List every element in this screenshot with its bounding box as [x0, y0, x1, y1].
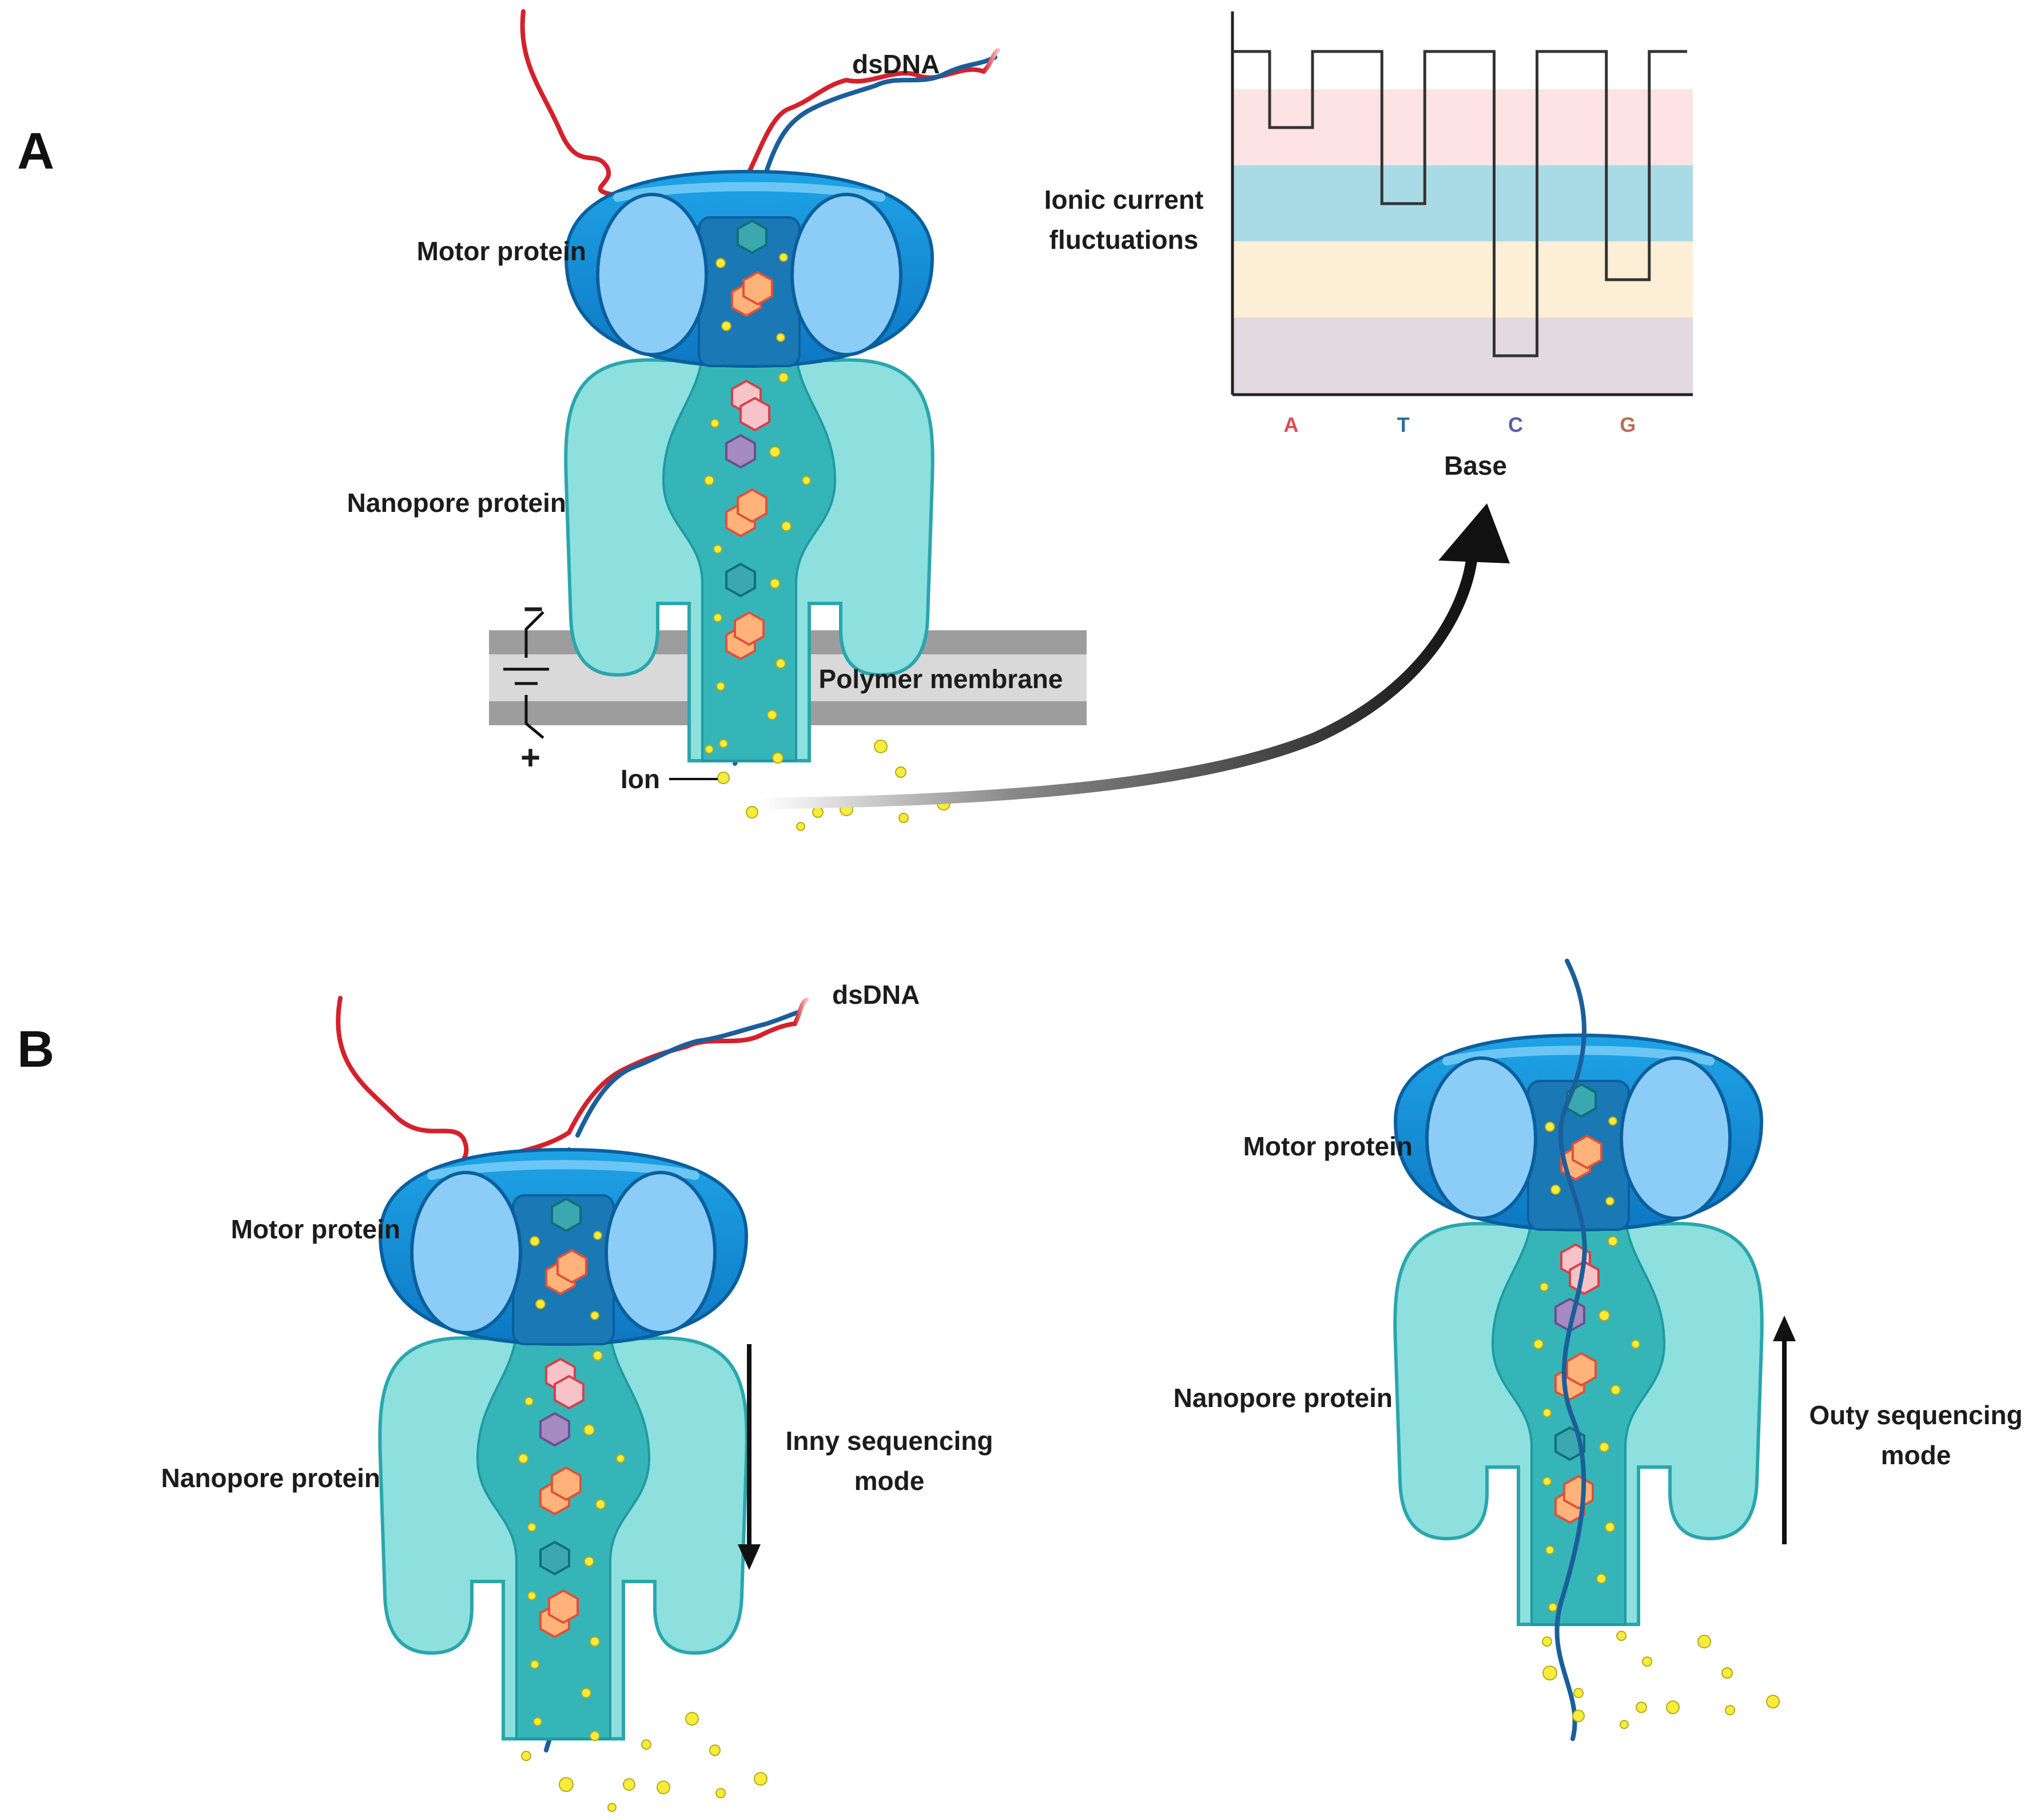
inny-mode-label-line1: Inny sequencing — [786, 1426, 993, 1456]
chart-xlabel: Base — [1444, 451, 1507, 480]
plus-sign: + — [520, 738, 540, 777]
chart-ylabel-line2: fluctuations — [1049, 225, 1199, 255]
ions-b-right — [1542, 1631, 1780, 1729]
motor-protein-label-b-left: Motor protein — [231, 1214, 400, 1244]
ionic-current-trace — [1232, 50, 1687, 357]
outy-mode-label-line1: Outy sequencing — [1809, 1400, 2022, 1430]
nanopore-protein-label-b-left: Nanopore protein — [161, 1463, 380, 1493]
nanopore-protein-label-a: Nanopore protein — [347, 488, 566, 518]
chart-tick-a: A — [1284, 413, 1299, 436]
ions-b-left — [521, 1712, 768, 1812]
nanopore-protein-label-b-right: Nanopore protein — [1174, 1383, 1393, 1413]
chart-tick-c: C — [1508, 413, 1523, 436]
outy-mode-label-line2: mode — [1881, 1440, 1951, 1470]
chart-tick-t: T — [1397, 413, 1410, 436]
motor-protein-label-a: Motor protein — [417, 236, 586, 266]
ssdna-strand-outy — [1554, 959, 1587, 1741]
panel-a-letter: A — [17, 123, 54, 180]
battery-icon — [503, 611, 549, 739]
inny-arrowhead — [738, 1544, 761, 1570]
panel-b-letter: B — [17, 1021, 54, 1078]
motor-protein-label-b-right: Motor protein — [1243, 1131, 1413, 1161]
polymer-membrane-label: Polymer membrane — [819, 664, 1063, 694]
outy-arrowhead — [1773, 1316, 1796, 1341]
inny-mode-label-line2: mode — [854, 1466, 925, 1496]
ion-label: Ion — [621, 764, 660, 794]
minus-sign: − — [523, 590, 543, 628]
signal-arrow — [755, 543, 1478, 809]
dsdna-label-b: dsDNA — [832, 980, 920, 1010]
current-band-2 — [1232, 165, 1693, 241]
signal-arrowhead — [1438, 503, 1510, 563]
nanopore-complex-inny — [380, 1150, 747, 1739]
current-band-4 — [1232, 317, 1693, 394]
chart-ylabel-line1: Ionic current — [1044, 185, 1204, 214]
dsdna-label-a: dsDNA — [852, 49, 940, 79]
chart-tick-g: G — [1620, 413, 1636, 436]
